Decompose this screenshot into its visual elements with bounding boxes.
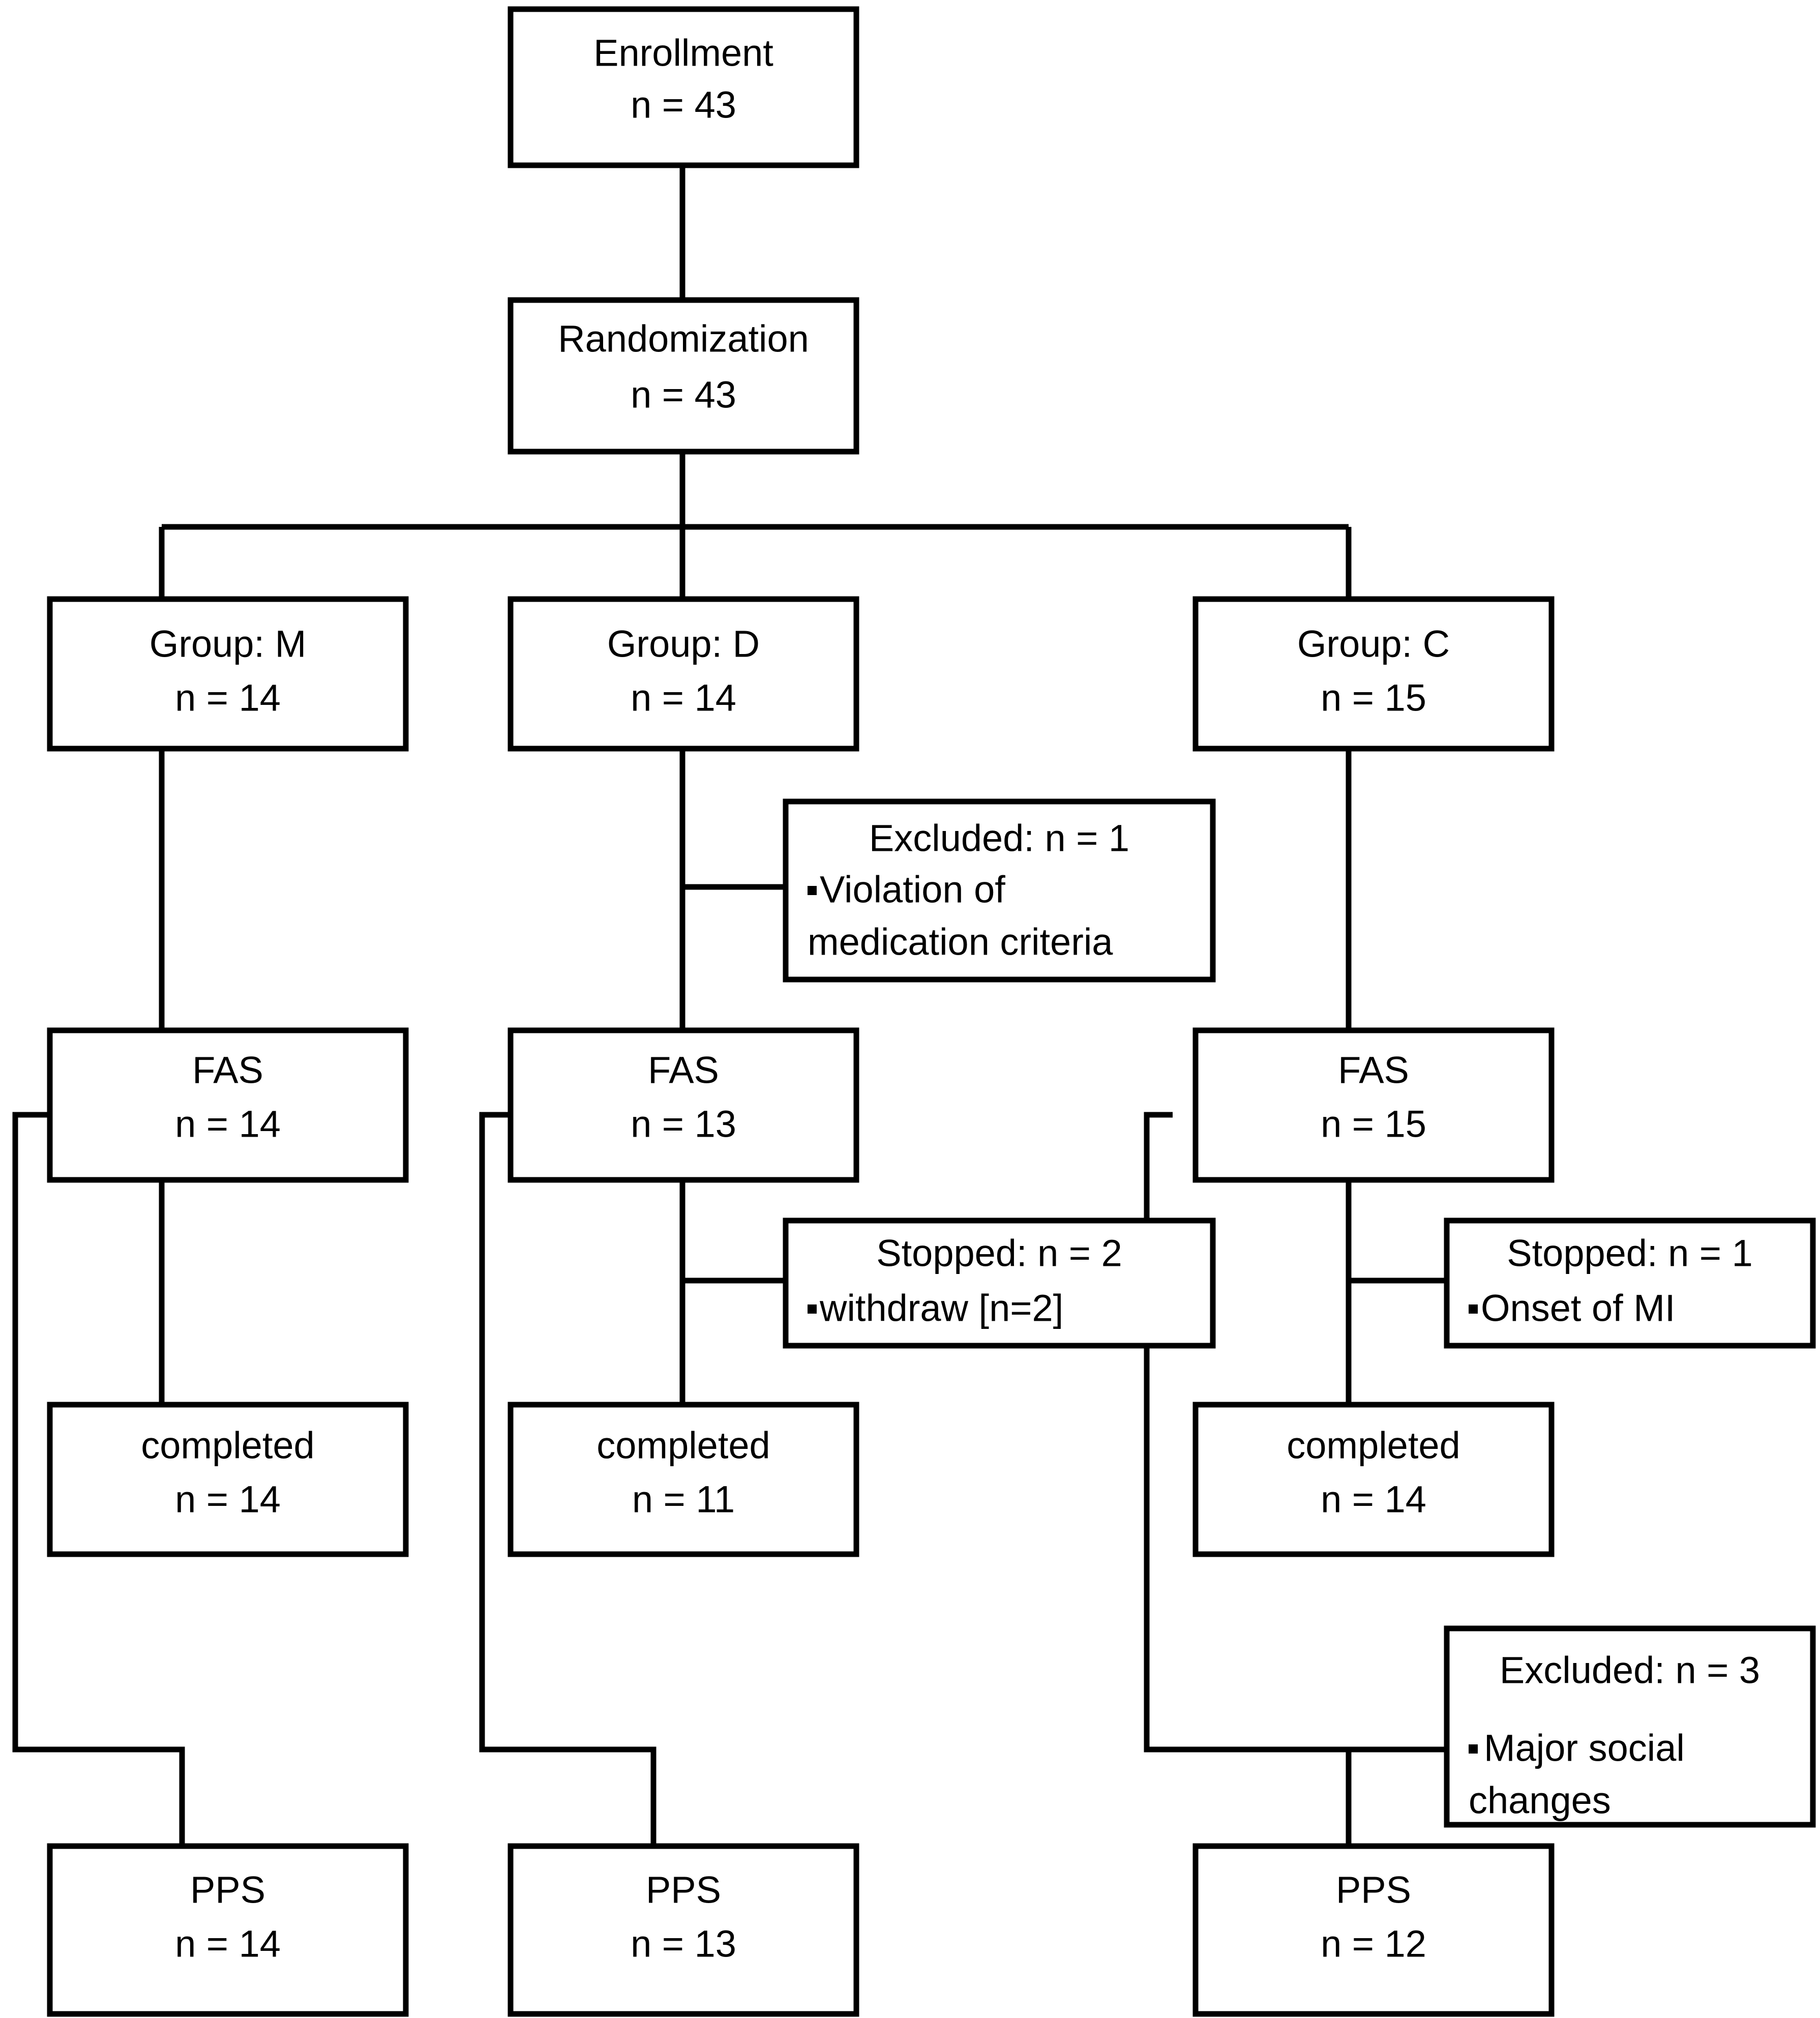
- excluded-d-box: [783, 798, 1216, 983]
- stopped-d-label: Stopped: n = 2: [876, 1232, 1122, 1274]
- node-completed-d: completed n = 11: [508, 1402, 859, 1557]
- node-group-c: Group: C n = 15: [1192, 596, 1555, 752]
- stopped-d-box: [783, 1218, 1216, 1349]
- group-d-count: n = 14: [631, 677, 736, 719]
- node-group-m: Group: M n = 14: [47, 596, 409, 752]
- excluded-c-reason-line1: Major social: [1484, 1727, 1685, 1769]
- pps-c-label: PPS: [1336, 1869, 1411, 1911]
- node-completed-c: completed n = 14: [1192, 1402, 1555, 1557]
- pps-m-count: n = 14: [175, 1923, 281, 1965]
- node-pps-d: PPS n = 13: [508, 1843, 859, 2017]
- fas-m-box: [47, 1027, 409, 1183]
- node-excluded-c: Excluded: n = 3 Major social changes: [1444, 1625, 1816, 1828]
- group-c-count: n = 15: [1321, 677, 1426, 719]
- connector-fasm-to-ppsm: [12, 1112, 185, 1846]
- group-m-count: n = 14: [175, 677, 281, 719]
- completed-c-box: [1192, 1402, 1555, 1557]
- fas-m-label: FAS: [192, 1049, 263, 1091]
- stopped-d-reason-line1: withdraw [n=2]: [819, 1287, 1063, 1329]
- completed-c-label: completed: [1287, 1425, 1460, 1467]
- excluded-d-bullet-icon: [808, 886, 817, 895]
- fas-c-label: FAS: [1338, 1049, 1409, 1091]
- completed-m-count: n = 14: [175, 1478, 281, 1521]
- stopped-d-bullet-icon: [808, 1304, 817, 1314]
- node-pps-m: PPS n = 14: [47, 1843, 409, 2017]
- group-m-box: [47, 596, 409, 752]
- node-excluded-d: Excluded: n = 1 Violation of medication …: [783, 798, 1216, 983]
- connector-fasd-to-ppsd: [479, 1112, 657, 1846]
- node-stopped-d: Stopped: n = 2 withdraw [n=2]: [783, 1218, 1216, 1349]
- excluded-c-label: Excluded: n = 3: [1500, 1649, 1760, 1691]
- completed-m-box: [47, 1402, 409, 1557]
- node-pps-c: PPS n = 12: [1192, 1843, 1555, 2017]
- group-d-label: Group: D: [607, 623, 760, 665]
- pps-d-box: [508, 1843, 859, 2017]
- connector-layer: [12, 165, 1447, 1846]
- node-fas-d: FAS n = 13: [508, 1027, 859, 1183]
- node-fas-m: FAS n = 14: [47, 1027, 409, 1183]
- fas-m-count: n = 14: [175, 1103, 281, 1145]
- fas-c-count: n = 15: [1321, 1103, 1426, 1145]
- excluded-d-reason-line2: medication criteria: [808, 921, 1113, 963]
- group-c-label: Group: C: [1297, 623, 1450, 665]
- group-c-box: [1192, 596, 1555, 752]
- node-group-d: Group: D n = 14: [508, 596, 859, 752]
- randomization-count: n = 43: [631, 374, 736, 416]
- randomization-label: Randomization: [558, 318, 809, 360]
- pps-c-box: [1192, 1843, 1555, 2017]
- excluded-d-reason-line1: Violation of: [820, 869, 1005, 911]
- excluded-c-box: [1444, 1625, 1816, 1828]
- completed-d-box: [508, 1402, 859, 1557]
- completed-m-label: completed: [141, 1425, 314, 1467]
- enrollment-label: Enrollment: [593, 32, 773, 74]
- excluded-d-label: Excluded: n = 1: [869, 817, 1129, 859]
- fas-c-box: [1192, 1027, 1555, 1183]
- node-randomization: Randomization n = 43: [508, 297, 859, 455]
- pps-d-count: n = 13: [631, 1923, 736, 1965]
- enrollment-count: n = 43: [631, 84, 736, 126]
- node-stopped-c: Stopped: n = 1 Onset of MI: [1444, 1218, 1816, 1349]
- stopped-c-reason-line1: Onset of MI: [1481, 1287, 1675, 1329]
- pps-c-count: n = 12: [1321, 1923, 1426, 1965]
- stopped-c-box: [1444, 1218, 1816, 1349]
- stopped-c-bullet-icon: [1469, 1304, 1478, 1314]
- enrollment-box: [508, 6, 859, 168]
- fas-d-count: n = 13: [631, 1103, 736, 1145]
- group-d-box: [508, 596, 859, 752]
- excluded-c-bullet-icon: [1469, 1744, 1478, 1754]
- node-completed-m: completed n = 14: [47, 1402, 409, 1557]
- pps-m-box: [47, 1843, 409, 2017]
- excluded-c-reason-line2: changes: [1469, 1779, 1611, 1822]
- completed-d-label: completed: [596, 1425, 770, 1467]
- connector-fasc-to-ppsc: [1144, 1112, 1352, 1846]
- fas-d-box: [508, 1027, 859, 1183]
- node-fas-c: FAS n = 15: [1192, 1027, 1555, 1183]
- pps-d-label: PPS: [646, 1869, 721, 1911]
- group-m-label: Group: M: [150, 623, 306, 665]
- completed-d-count: n = 11: [632, 1478, 735, 1521]
- fas-d-label: FAS: [648, 1049, 719, 1091]
- pps-m-label: PPS: [190, 1869, 265, 1911]
- node-enrollment: Enrollment n = 43: [508, 6, 859, 168]
- stopped-c-label: Stopped: n = 1: [1507, 1232, 1752, 1274]
- randomization-box: [508, 297, 859, 455]
- completed-c-count: n = 14: [1321, 1478, 1426, 1521]
